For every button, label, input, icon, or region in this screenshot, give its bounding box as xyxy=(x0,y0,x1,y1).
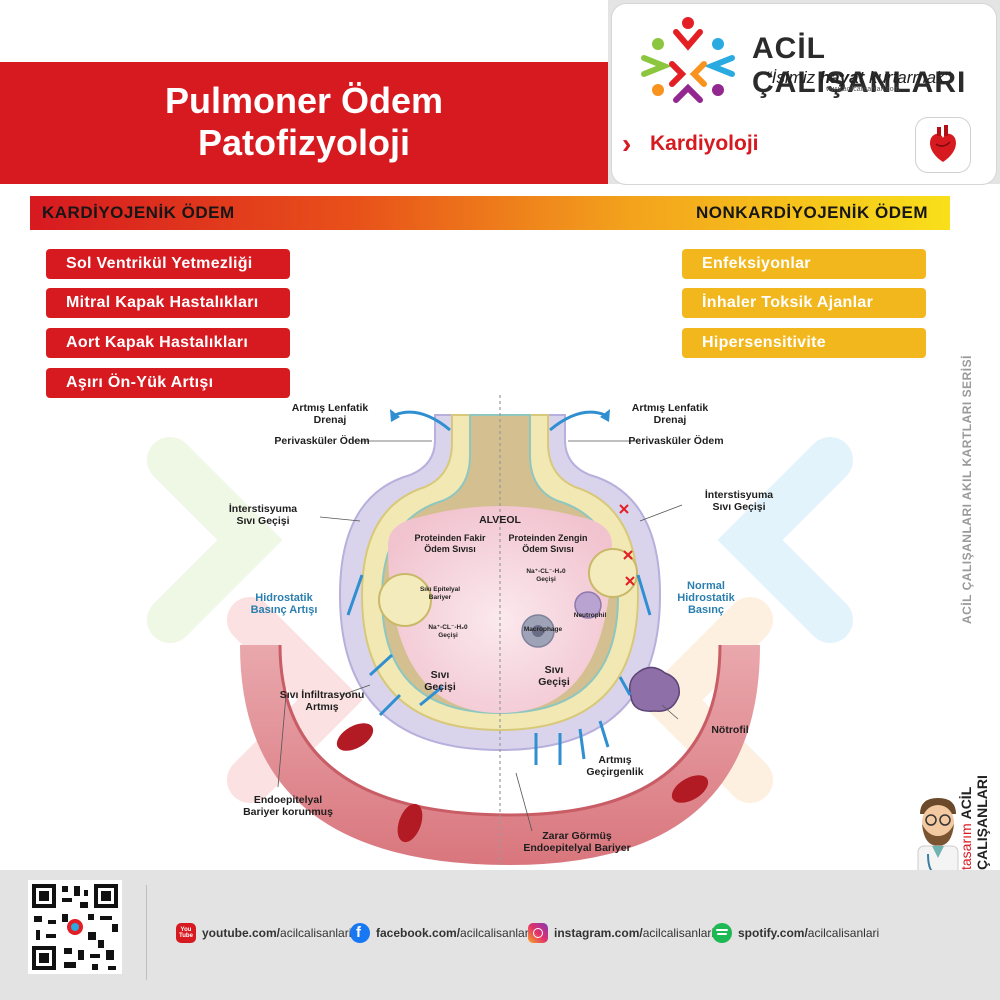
cause-item: Aşırı Ön-Yük Artışı xyxy=(46,368,290,398)
facebook-link[interactable]: f facebook.com/acilcalisanlari xyxy=(350,922,531,944)
title-band xyxy=(0,62,608,184)
brand-name: ACİL ÇALIŞANLARI xyxy=(752,32,967,99)
cause-item: Enfeksiyonlar xyxy=(682,249,926,279)
right-endothelial-label: Zarar Görmüş Endoepitelyal Bariyer xyxy=(523,830,631,854)
youtube-link[interactable]: You Tube youtube.com/acilcalisanlari xyxy=(176,922,351,944)
right-perivascular-label: Perivasküler Ödem xyxy=(628,435,724,447)
blood-vessel xyxy=(240,645,760,865)
right-hydrostatic-label: Normal Hidrostatik Basınç xyxy=(677,580,735,616)
chevron-right-icon: › xyxy=(622,128,632,159)
footer-divider xyxy=(146,885,147,980)
neutrophil-small-label: Neutrophil xyxy=(573,612,607,619)
cause-item: Sol Ventrikül Yetmezliği xyxy=(46,249,290,279)
cause-item: İnhaler Toksik Ajanlar xyxy=(682,288,926,318)
page-title: Pulmoner Ödem Patofizyoloji xyxy=(0,80,608,164)
left-ion-label: Na⁺-CL⁻-H₂0 Geçişi xyxy=(428,624,468,639)
brand-logo-icon xyxy=(641,17,735,103)
pulmonary-edema-diagram xyxy=(240,395,760,865)
spotify-icon xyxy=(712,923,732,943)
qr-code[interactable] xyxy=(28,880,122,974)
left-lymph-label: Artmış Lenfatik Drenaj xyxy=(291,402,369,426)
cause-item: Mitral Kapak Hastalıkları xyxy=(46,288,290,318)
instagram-link[interactable]: instagram.com/acilcalisanlari xyxy=(528,922,714,944)
footer xyxy=(0,870,1000,1000)
right-neutrophil-label: Nötrofil xyxy=(711,724,749,736)
left-endothelial-label: Endoepitelyal Bariyer korunmuş xyxy=(243,794,333,818)
cause-item: Hipersensitivite xyxy=(682,328,926,358)
left-perivascular-label: Perivasküler Ödem xyxy=(274,435,370,447)
title-line-2: Patofizyoloji xyxy=(197,122,410,163)
brand-slogan: “İşimiz hayat kurtarmak” xyxy=(766,68,951,87)
right-fluid-passage: Sıvı Geçişi xyxy=(538,664,570,688)
left-fluid-title: Proteinden Fakir Ödem Sıvısı xyxy=(414,533,486,554)
macrophage-label: Macrophage xyxy=(523,626,563,633)
left-interstitial-label: İnterstisyuma Sıvı Geçişi xyxy=(228,503,298,527)
brand-url[interactable]: www.acilcalisanlari.com xyxy=(826,86,900,93)
left-hydrostatic-label: Hidrostatik Basınç Artışı xyxy=(250,592,318,616)
facebook-icon: f xyxy=(350,923,370,943)
cardiogenic-heading: KARDİYOJENİK ÖDEM xyxy=(42,203,235,222)
right-interstitial-label: İnterstisyuma Sıvı Geçişi xyxy=(704,489,774,513)
series-label: ACİL ÇALIŞANLARI AKIL KARTLARI SERİSİ xyxy=(960,355,974,625)
left-fluid-passage: Sıvı Geçişi xyxy=(424,669,456,693)
spotify-link[interactable]: spotify.com/acilcalisanlari xyxy=(712,922,879,944)
left-infiltration-label: Sıvı İnfiltrasyonu Artmış xyxy=(279,689,365,713)
noncardiogenic-heading: NONKARDİYOJENİK ÖDEM xyxy=(696,203,928,222)
right-ion-label: Na⁺-CL⁻-H₂0 Geçişi xyxy=(526,568,566,583)
instagram-icon xyxy=(528,923,548,943)
heart-icon xyxy=(916,118,970,172)
section-band xyxy=(30,196,950,230)
barrier-label: Sıkı Epitelyal Bariyer xyxy=(419,586,461,601)
right-permeability-label: Artmış Geçirgenlik xyxy=(586,754,644,778)
right-fluid-title: Proteinden Zengin Ödem Sıvısı xyxy=(508,533,588,554)
title-line-1: Pulmoner Ödem xyxy=(164,80,444,121)
right-lymph-label: Artmış Lenfatik Drenaj xyxy=(631,402,709,426)
category-label: Kardiyoloji xyxy=(650,132,759,155)
alveol-label: ALVEOL xyxy=(479,514,521,526)
youtube-icon: You Tube xyxy=(176,923,196,943)
cause-item: Aort Kapak Hastalıkları xyxy=(46,328,290,358)
